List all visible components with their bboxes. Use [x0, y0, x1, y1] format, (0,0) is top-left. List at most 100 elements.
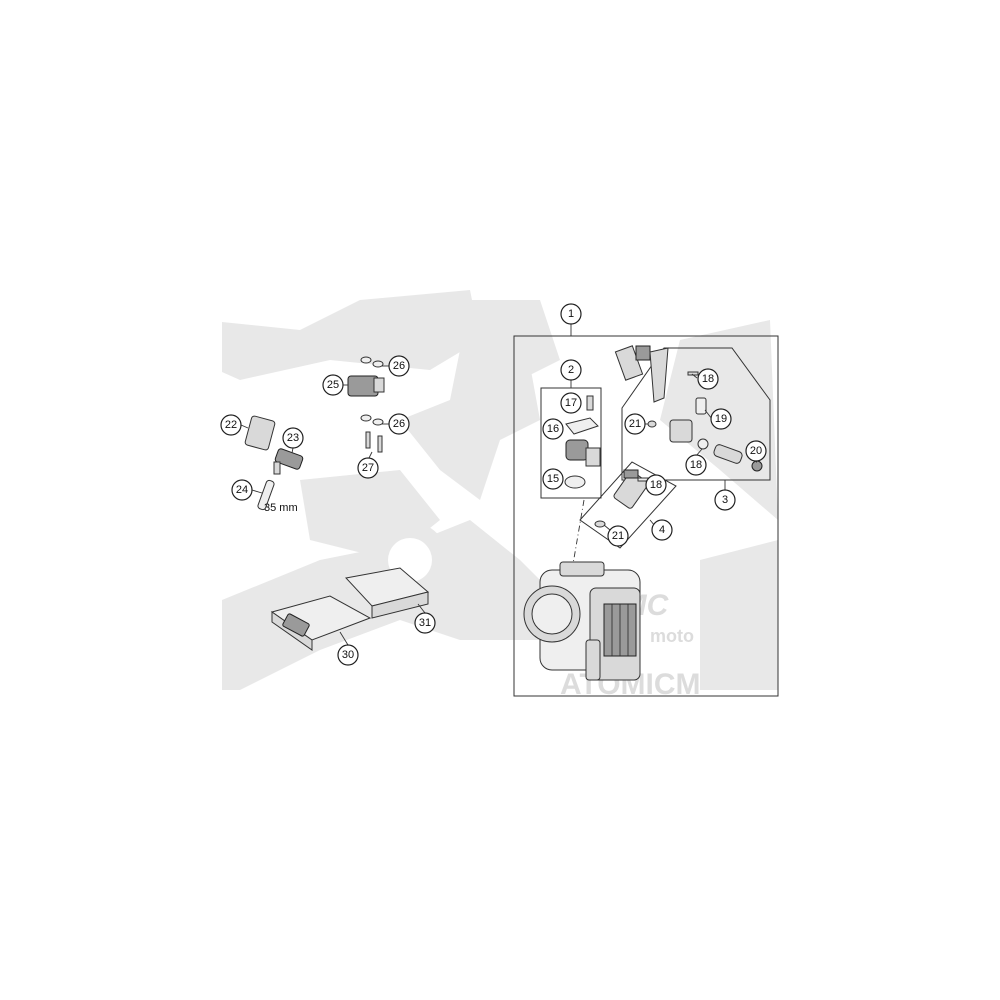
callout-18-low: 18	[645, 474, 667, 496]
injector-fuel-pipe	[713, 444, 743, 464]
leader-18a	[691, 373, 698, 379]
part-30-ecu-connector	[282, 613, 310, 637]
leader-24	[251, 489, 263, 494]
callout-21-top: 21	[624, 413, 646, 435]
part-21-seal-upper	[647, 420, 657, 428]
throttle-connector	[585, 639, 601, 681]
watermark-shape-lowright	[700, 540, 778, 690]
svg-text:26: 26	[393, 418, 405, 430]
part-16-sensor-body	[565, 439, 589, 461]
callout-2: 2	[560, 359, 582, 381]
hose-length-label: 35 mm	[264, 502, 298, 514]
part-16-bracket	[565, 417, 599, 435]
callout-22: 22	[220, 414, 242, 436]
svg-text:17: 17	[565, 397, 577, 409]
part-23-stem	[273, 461, 281, 475]
injector-main-body	[669, 419, 693, 443]
part-27-bolt-1	[365, 431, 371, 449]
leader-21b	[603, 524, 611, 531]
svg-text:31: 31	[419, 617, 431, 629]
svg-text:26: 26	[393, 360, 405, 372]
watermark-brand-sub: moto	[650, 626, 694, 646]
part-20-cap	[751, 460, 763, 472]
watermark-shape-star	[400, 300, 540, 500]
part-26-washer-4	[372, 418, 384, 426]
callout-19: 19	[710, 408, 732, 430]
part-26-washer-3	[360, 414, 372, 422]
assembly-frame-3	[621, 347, 771, 481]
axis-line	[571, 499, 585, 571]
svg-text:21: 21	[612, 530, 624, 542]
callouts: 1 2 17 16 15 18 19 21 20 18 18 3 4 21 26…	[220, 303, 767, 666]
callout-1: 1	[560, 303, 582, 325]
svg-text:19: 19	[715, 413, 727, 425]
part-26-washer-2	[372, 360, 384, 368]
callout-26-top: 26	[388, 355, 410, 377]
part-18-washer	[697, 438, 709, 450]
svg-text:24: 24	[236, 484, 248, 496]
svg-text:2: 2	[568, 364, 574, 376]
svg-text:25: 25	[327, 379, 339, 391]
part-19-nozzle	[695, 397, 707, 415]
svg-text:16: 16	[547, 423, 559, 435]
left-parts: 35 mm	[244, 356, 430, 651]
callout-17: 17	[560, 392, 582, 414]
injector-upper-connector	[635, 345, 651, 361]
svg-text:18: 18	[702, 373, 714, 385]
part-15-oring	[564, 475, 586, 489]
svg-text:18: 18	[650, 479, 662, 491]
leader-22	[240, 424, 249, 429]
injector-arm	[649, 347, 669, 403]
callout-3: 3	[714, 489, 736, 511]
callout-24: 24	[231, 479, 253, 501]
leader-23	[291, 447, 294, 454]
part-24-hose	[257, 479, 275, 511]
svg-text:15: 15	[547, 473, 559, 485]
callout-4: 4	[651, 519, 673, 541]
part-31-holder-side	[371, 591, 429, 619]
callout-16: 16	[542, 418, 564, 440]
svg-text:3: 3	[722, 494, 728, 506]
svg-text:23: 23	[287, 432, 299, 444]
callout-21-low: 21	[607, 525, 629, 547]
callout-18-top: 18	[697, 368, 719, 390]
svg-text:21: 21	[629, 418, 641, 430]
leader-31	[417, 603, 426, 614]
assembly-frame-1	[513, 335, 779, 697]
part-23-sensor	[274, 448, 304, 470]
throttle-body	[523, 561, 641, 681]
part-27-bolt-2	[377, 435, 383, 453]
callout-30: 30	[337, 644, 359, 666]
callout-25: 25	[322, 374, 344, 396]
injector-group-3	[614, 345, 763, 472]
watermark-shape-left	[222, 290, 480, 380]
leader-30	[339, 631, 349, 646]
part-17-screw	[586, 395, 594, 411]
part-22-connector	[244, 415, 276, 451]
callout-20: 20	[745, 440, 767, 462]
svg-text:22: 22	[225, 419, 237, 431]
part-21-seal-lower	[594, 520, 606, 528]
injector-group-4	[594, 469, 649, 528]
callout-15: 15	[542, 468, 564, 490]
callout-31: 31	[414, 612, 436, 634]
assembly-frame-4	[579, 461, 677, 549]
sensor-group	[564, 395, 601, 489]
svg-text:20: 20	[750, 445, 762, 457]
svg-text:30: 30	[342, 649, 354, 661]
svg-text:4: 4	[659, 524, 665, 536]
callout-23: 23	[282, 427, 304, 449]
part-26-washer-1	[360, 356, 372, 364]
callout-26-low: 26	[388, 413, 410, 435]
svg-text:1: 1	[568, 308, 574, 320]
part-25-tab	[373, 377, 385, 393]
leader-27	[368, 451, 373, 459]
throttle-top-port	[559, 561, 605, 577]
svg-text:18: 18	[690, 459, 702, 471]
throttle-bore-inner	[531, 593, 573, 635]
part-16-connector	[585, 447, 601, 467]
svg-text:27: 27	[362, 462, 374, 474]
callout-27: 27	[357, 457, 379, 479]
part-4-injector-tip	[623, 469, 639, 479]
